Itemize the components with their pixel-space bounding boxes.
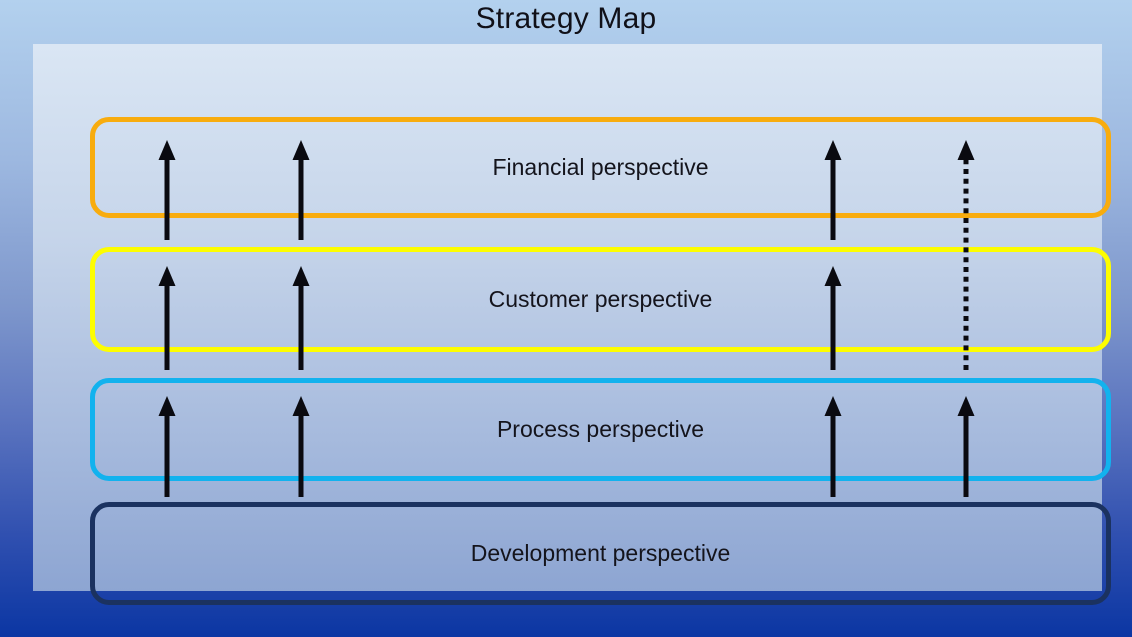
band-development: Development perspective — [90, 502, 1111, 605]
band-customer-label: Customer perspective — [488, 286, 713, 312]
band-process-label: Process perspective — [496, 416, 705, 442]
band-customer: Customer perspective — [90, 247, 1111, 352]
page-title: Strategy Map — [475, 2, 657, 35]
band-financial-label: Financial perspective — [492, 154, 709, 180]
band-development-label: Development perspective — [470, 540, 731, 566]
band-process: Process perspective — [90, 378, 1111, 481]
band-financial: Financial perspective — [90, 117, 1111, 218]
strategy-map-panel: Financial perspective Customer perspecti… — [33, 44, 1111, 605]
